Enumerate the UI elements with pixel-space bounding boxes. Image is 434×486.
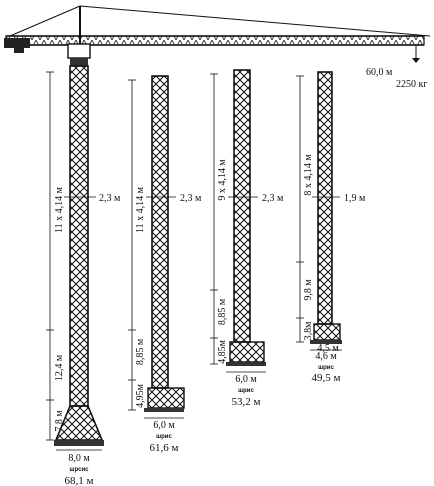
tower-4-width-label: 1,9 м (344, 193, 366, 204)
tower-1-height-label: 68,1 м (65, 475, 94, 486)
tower-1-upper-label: 11 x 4,14 м (54, 186, 65, 233)
tower-2 (128, 75, 185, 419)
tower-4-base-label: 4,6 м (315, 351, 337, 362)
tower-2-mid-label: 8,85 м (135, 338, 146, 365)
tower-4-mid-label: 9,8 м (303, 279, 314, 301)
tower-1-base-label: 8,0 м (68, 453, 90, 464)
tower-4 (296, 71, 342, 351)
tower-1-stamp: шрсис (69, 467, 89, 473)
tower-1 (46, 65, 104, 451)
tower-3-height-label: 53,2 м (232, 396, 261, 408)
tower-1-mid-label: 12,4 м (54, 354, 65, 381)
tower-2-base-label: 6,0 м (153, 420, 175, 431)
tower-3-width-label: 2,3 м (262, 193, 284, 204)
tower-2-low-label: 4,95м (135, 383, 146, 408)
tower-4-upper-label: 8 x 4,14 м (303, 154, 314, 196)
tower-3-stamp: шрис (238, 388, 254, 394)
tower-1-width-label: 2,3 м (99, 193, 121, 204)
tower-3-base-label: 6,0 м (235, 374, 257, 385)
tower-2-stamp: шрис (156, 434, 172, 440)
crane-jib (4, 5, 431, 66)
tower-4-low-label: 3,8м (303, 321, 314, 341)
jib-radius-label: 60,0 м (366, 67, 393, 78)
tower-3-upper-label: 9 x 4,14 м (217, 159, 228, 201)
tower-4-height-label: 49,5 м (312, 372, 341, 384)
jib-load-label: 2250 кг (396, 79, 427, 90)
tower-2-height-label: 61,6 м (150, 442, 179, 454)
tower-2-width-label: 2,3 м (180, 193, 202, 204)
tower-2-upper-label: 11 x 4,14 м (135, 186, 146, 233)
tower-4-base2-label: 4,5 м (317, 343, 339, 354)
tower-3-low-label: 4,85м (217, 339, 228, 364)
tower-4-stamp: шрис (318, 365, 334, 371)
tower-3-mid-label: 8,85 м (217, 298, 228, 325)
tower-1-low-label: 7,8 м (54, 410, 65, 432)
tower-3 (210, 69, 266, 373)
